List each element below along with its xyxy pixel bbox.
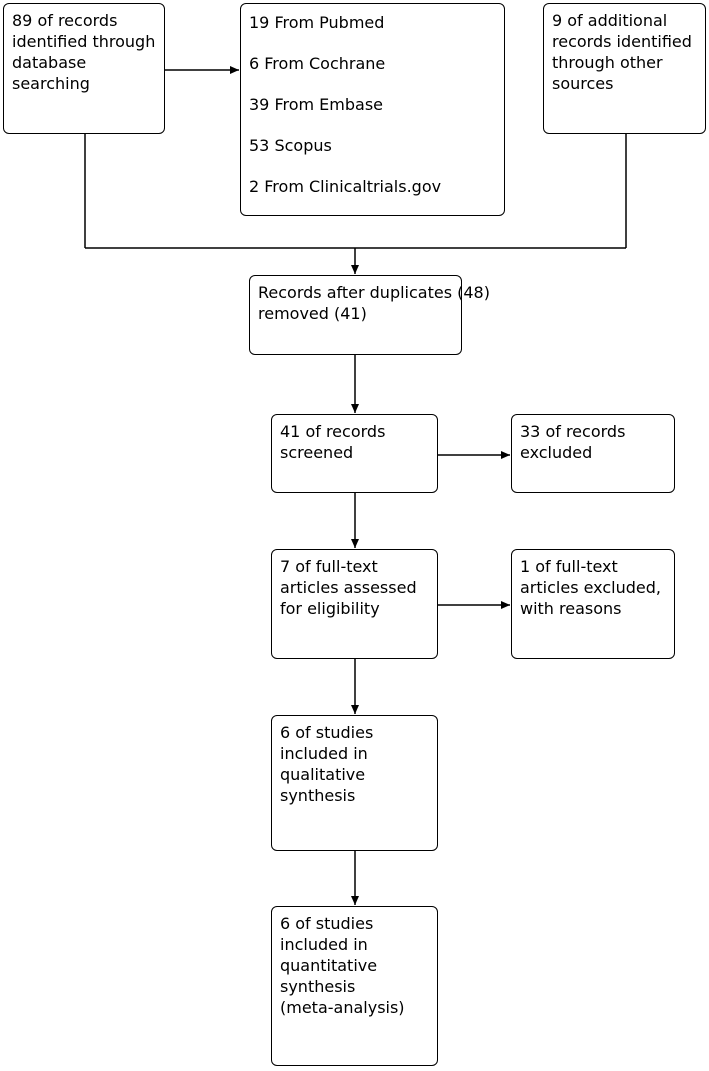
additional-records-line-3: through other bbox=[552, 53, 663, 72]
records-identified-line-3: database bbox=[12, 53, 87, 72]
records-identified-line-1: 89 of records bbox=[12, 11, 118, 30]
additional-records-line-2: records identified bbox=[552, 32, 692, 51]
source-embase: 39 From Embase bbox=[249, 95, 384, 114]
fulltext-excluded-line-2: articles excluded, bbox=[520, 578, 661, 597]
fulltext-line-1: 7 of full-text bbox=[280, 557, 378, 576]
fulltext-excluded-box: 1 of full-text articles excluded, with r… bbox=[511, 549, 675, 659]
quantitative-line-3: quantitative bbox=[280, 956, 378, 975]
database-sources-box: 19 From Pubmed 6 From Cochrane 39 From E… bbox=[240, 3, 505, 216]
additional-records-box: 9 of additional records identified throu… bbox=[543, 3, 706, 134]
records-identified-line-4: searching bbox=[12, 74, 90, 93]
source-clinicaltrials: 2 From Clinicaltrials.gov bbox=[249, 177, 442, 196]
qualitative-synthesis-box: 6 of studies included in qualitative syn… bbox=[271, 715, 438, 851]
qualitative-line-2: included in bbox=[280, 744, 368, 763]
quantitative-synthesis-box: 6 of studies included in quantitative sy… bbox=[271, 906, 438, 1066]
qualitative-line-3: qualitative bbox=[280, 765, 366, 784]
records-identified-line-2: identified through bbox=[12, 32, 156, 51]
source-cochrane: 6 From Cochrane bbox=[249, 54, 386, 73]
duplicates-line-1: Records after duplicates (48) bbox=[258, 283, 490, 302]
additional-records-line-1: 9 of additional bbox=[552, 11, 668, 30]
qualitative-line-4: synthesis bbox=[280, 786, 356, 805]
qualitative-line-1: 6 of studies bbox=[280, 723, 374, 742]
quantitative-line-5: (meta-analysis) bbox=[280, 998, 405, 1017]
fulltext-line-3: for eligibility bbox=[280, 599, 380, 618]
source-scopus: 53 Scopus bbox=[249, 136, 332, 155]
fulltext-assessed-box: 7 of full-text articles assessed for eli… bbox=[271, 549, 438, 659]
records-identified-box: 89 of records identified through databas… bbox=[3, 3, 165, 134]
quantitative-line-1: 6 of studies bbox=[280, 914, 374, 933]
duplicates-removed-box: Records after duplicates (48) removed (4… bbox=[249, 275, 490, 355]
source-pubmed: 19 From Pubmed bbox=[249, 13, 385, 32]
fulltext-excluded-line-1: 1 of full-text bbox=[520, 557, 618, 576]
excluded-line-1: 33 of records bbox=[520, 422, 626, 441]
screened-line-2: screened bbox=[280, 443, 354, 462]
excluded-line-2: excluded bbox=[520, 443, 593, 462]
quantitative-line-4: synthesis bbox=[280, 977, 356, 996]
duplicates-line-2: removed (41) bbox=[258, 304, 367, 323]
quantitative-line-2: included in bbox=[280, 935, 368, 954]
records-screened-box: 41 of records screened bbox=[271, 414, 438, 493]
screened-line-1: 41 of records bbox=[280, 422, 386, 441]
additional-records-line-4: sources bbox=[552, 74, 614, 93]
fulltext-line-2: articles assessed bbox=[280, 578, 417, 597]
fulltext-excluded-line-3: with reasons bbox=[520, 599, 622, 618]
records-excluded-box: 33 of records excluded bbox=[511, 414, 675, 493]
